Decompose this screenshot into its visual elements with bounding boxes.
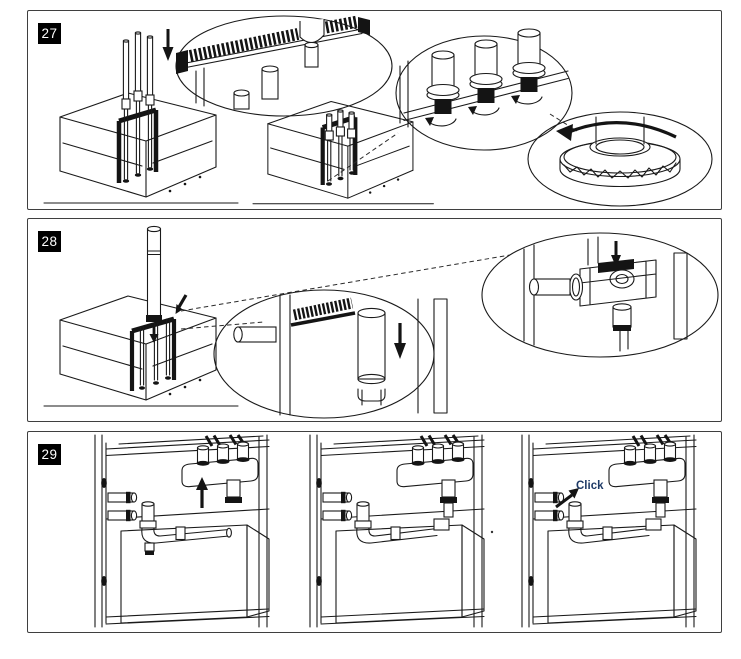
step-panel-29: 29 Click bbox=[27, 431, 722, 633]
leader-line bbox=[180, 254, 511, 312]
pipe-collar-unit bbox=[468, 39, 503, 116]
drain-pipe-connected bbox=[354, 479, 494, 544]
step-number-badge: 27 bbox=[38, 23, 61, 44]
rotate-arrow-icon bbox=[556, 121, 677, 141]
step-29-illustration bbox=[93, 433, 698, 629]
down-arrow-icon bbox=[175, 294, 188, 314]
down-arrow-icon bbox=[149, 326, 159, 343]
step-panel-27: 27 bbox=[27, 10, 722, 210]
step-28-illustration bbox=[43, 225, 719, 419]
up-arrow-icon bbox=[196, 477, 208, 508]
step-panel-28: 28 bbox=[27, 218, 722, 422]
leader-line bbox=[327, 132, 399, 182]
pipes-inserting bbox=[116, 31, 159, 183]
pipes-seated bbox=[320, 109, 358, 186]
callout-comb-bracket bbox=[175, 15, 393, 117]
pipe-collar-unit bbox=[425, 50, 460, 127]
drain-pipe-detached bbox=[139, 477, 242, 555]
down-arrow-icon bbox=[394, 323, 406, 359]
callout-standpipe-section bbox=[213, 289, 448, 419]
callout-collars-rotate bbox=[395, 28, 573, 151]
step-number-badge: 28 bbox=[38, 231, 61, 252]
standpipe-inserting bbox=[129, 225, 188, 391]
pipe-collar-unit bbox=[511, 28, 546, 105]
down-arrow-icon bbox=[162, 29, 174, 61]
callout-locknut bbox=[527, 111, 713, 207]
leader-line bbox=[180, 321, 265, 330]
click-label: Click bbox=[576, 480, 604, 492]
step-27-illustration bbox=[43, 15, 713, 207]
click-arrow-icon bbox=[555, 488, 579, 509]
step-number-badge: 29 bbox=[38, 444, 61, 465]
drain-pipe-click bbox=[555, 479, 669, 544]
callout-outlet-bracket bbox=[481, 232, 719, 358]
